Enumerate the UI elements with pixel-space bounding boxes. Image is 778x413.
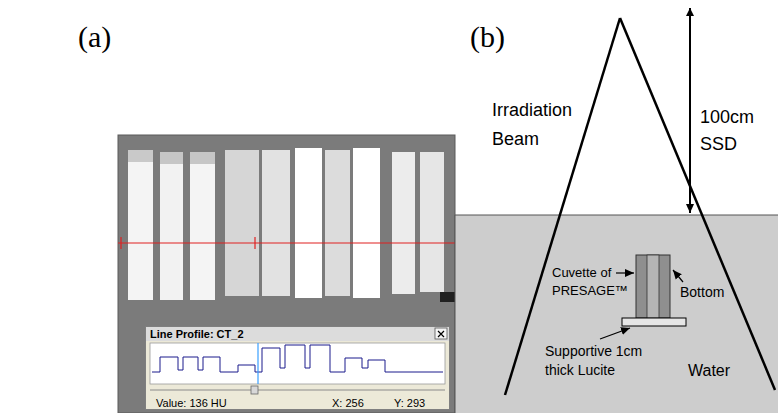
medium-label: Water [688,362,730,380]
coordinate-readout: X: 256 [332,397,364,409]
value-readout: Value: 136 HU [156,397,227,409]
leader-line [673,270,683,282]
coordinate-readout: Y: 293 [394,397,425,409]
part-label: Bottom [680,284,724,300]
beam-label: Irradiation Beam [492,96,584,154]
leader-line [616,272,634,273]
panel-label: (a) [78,20,111,54]
panel-label: (b) [470,20,505,54]
distance-label: 100cm SSD [700,104,762,158]
profile-window: Line Profile: CT_2Value: 136 HU X: 256 Y: … [145,326,450,410]
water-phantom [455,215,778,413]
part-label: Cuvette of PRESAGE™ [552,264,632,299]
cuvette [636,255,670,318]
ct-image [118,135,455,413]
lucite-plate [622,318,686,326]
part-label: Supportive 1cm thick Lucite [545,342,655,380]
window-title: Line Profile: CT_2 [150,328,244,340]
ssd-arrow [689,8,691,213]
beam [505,18,775,395]
profile-window [145,326,450,410]
leader-line [600,328,630,339]
